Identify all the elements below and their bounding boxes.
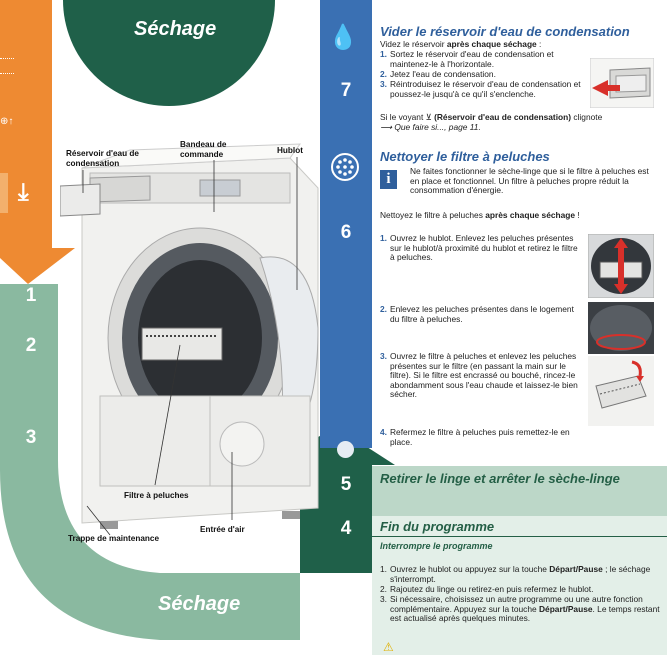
orange-marker: [0, 58, 14, 74]
filter-step1-illustration: [588, 234, 654, 298]
label-trappe: Trappe de maintenance: [68, 534, 160, 543]
orange-small-icon: ⊕↑: [0, 116, 14, 127]
blue-band: [320, 0, 372, 448]
top-arc: [63, 0, 275, 106]
nettoyer-step-4: 4.Refermez le filtre à peluches puis rem…: [380, 427, 570, 447]
filter-step3-illustration: [588, 356, 654, 426]
flow-number-2: 2: [25, 335, 37, 356]
vider-step-1: 1.Sortez le réservoir d'eau de condensat…: [380, 49, 554, 69]
fin-step-2: 2.Rajoutez du linge ou retirez-en puis r…: [380, 584, 594, 594]
flow-number-1: 1: [25, 285, 37, 306]
fin-divider: [372, 536, 667, 537]
label-hublot: Hublot: [277, 146, 303, 155]
vider-illustration: [590, 58, 654, 108]
label-entree: Entrée d'air: [200, 525, 245, 534]
green-flow: [0, 284, 300, 640]
nettoyer-step-1: 1.Ouvrez le hublot. Enlevez les peluches…: [380, 233, 578, 263]
label-bandeau: Bandeau de commande: [180, 140, 227, 159]
fin-subtitle: Interrompre le programme: [380, 541, 493, 551]
flow-number-6: 6: [340, 222, 352, 243]
fin-title: Fin du programme: [380, 519, 495, 534]
nettoyer-intro: Nettoyez le filtre à peluches après chaq…: [380, 210, 580, 220]
condensation-led-icon: ⊻: [425, 112, 435, 122]
fin-step-3: 3.Si nécessaire, choisissez un autre pro…: [380, 594, 660, 624]
dryer-illustration: [60, 143, 319, 529]
vider-title: Vider le réservoir d'eau de condensation: [380, 24, 630, 39]
nettoyer-info: Ne faites fonctionner le sèche-linge que…: [410, 166, 649, 196]
info-icon: i: [380, 170, 397, 189]
label-reservoir: Réservoir d'eau de condensation: [66, 149, 139, 168]
flow-number-3: 3: [25, 427, 37, 448]
fin-step-1: 1.Ouvrez le hublot ou appuyez sur la tou…: [380, 564, 651, 584]
retirer-band: [372, 466, 667, 516]
flow-number-7: 7: [340, 80, 352, 101]
dot-icon: [337, 441, 354, 458]
filter-icon: [331, 153, 359, 181]
filter-step2-illustration: [588, 302, 654, 354]
retirer-title: Retirer le linge et arrêter le sèche-lin…: [380, 471, 620, 486]
vider-step-2: 2.Jetez l'eau de condensation.: [380, 69, 496, 79]
warning-icon: ⚠: [383, 640, 394, 654]
orange-strip: [0, 173, 8, 213]
nettoyer-step-3: 3.Ouvrez le filtre à peluches et enlevez…: [380, 351, 578, 400]
vider-note: Si le voyant ⊻ (Réservoir d'eau de conde…: [380, 112, 603, 132]
orange-arrow: [0, 0, 75, 284]
flow-number-5: 5: [340, 474, 352, 495]
download-icon: ⤓: [18, 179, 29, 206]
nettoyer-title: Nettoyer le filtre à peluches: [380, 149, 550, 164]
flow-number-4: 4: [340, 518, 352, 539]
top-sechage-label: Séchage: [134, 18, 217, 40]
fin-panel: [372, 515, 667, 655]
vider-intro: Videz le réservoir après chaque séchage …: [380, 39, 542, 49]
bottom-sechage-label: Séchage: [158, 593, 241, 615]
water-drops-icon: 💧: [328, 24, 358, 51]
label-leader-lines: [82, 157, 298, 536]
nettoyer-step-2: 2.Enlevez les peluches présentes dans le…: [380, 304, 574, 324]
vider-step-3: 3.Réintroduisez le réservoir d'eau de co…: [380, 79, 581, 99]
label-filtre: Filtre à peluches: [124, 491, 189, 500]
